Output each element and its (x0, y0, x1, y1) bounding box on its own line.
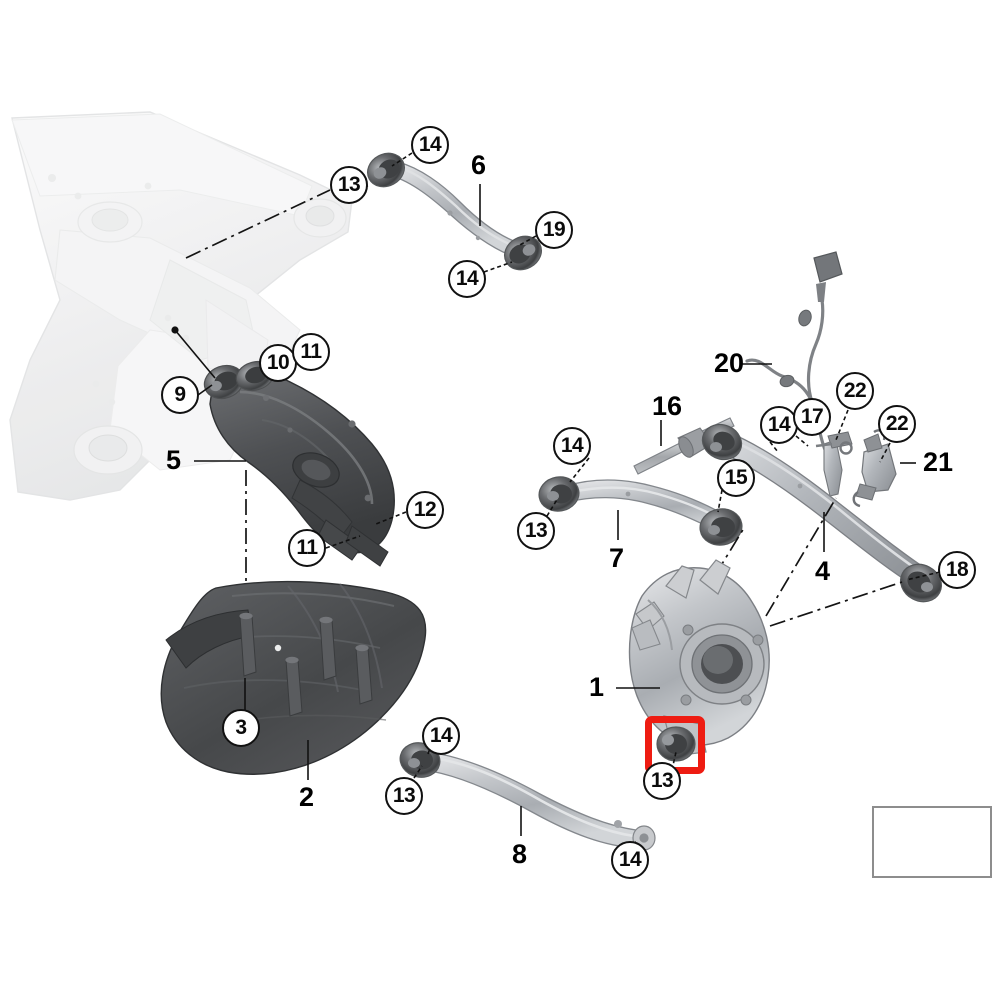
callout-22-c22-b[interactable]: 22 (878, 405, 916, 443)
part-label-8-l8[interactable]: 8 (512, 839, 528, 869)
part-label-16-l16[interactable]: 16 (652, 391, 683, 421)
leader-15 (717, 489, 723, 513)
leader-9 (197, 384, 213, 396)
leader-18 (905, 571, 941, 581)
part-4-trailing-guide-rod (701, 423, 942, 603)
callout-11-c11-low[interactable]: 11 (288, 529, 326, 567)
callout-22-c22-a[interactable]: 22 (836, 372, 874, 410)
leader-17 (795, 435, 809, 447)
part-17-sensor-holder (815, 431, 853, 497)
part-label-6-l6[interactable]: 6 (471, 150, 487, 180)
abs-cable-clips (779, 251, 843, 388)
leader-dot (171, 326, 179, 334)
part-2-underbody-shield (160, 580, 427, 775)
leader-14-top2 (483, 261, 513, 273)
callout-13-c13-knuckle[interactable]: 13 (643, 762, 681, 800)
callout-9-c9[interactable]: 9 (161, 376, 199, 414)
callout-13-c13-mid[interactable]: 13 (517, 512, 555, 550)
callout-14-c14-top[interactable]: 14 (411, 126, 449, 164)
part-21-cable-bracket (852, 429, 916, 508)
leader-14-top (391, 152, 413, 167)
part-label-1-l1[interactable]: 1 (589, 672, 605, 702)
centerline-subframe-to-13 (185, 189, 331, 259)
callout-11-c11-top[interactable]: 11 (292, 333, 330, 371)
callout-14-c14-top2[interactable]: 14 (448, 260, 486, 298)
callout-14-c14-mid[interactable]: 14 (553, 427, 591, 465)
leader-12 (375, 511, 407, 525)
leader-11-low (325, 535, 361, 549)
callout-15-c15[interactable]: 15 (717, 459, 755, 497)
leader-22-a (835, 409, 849, 441)
part-6-upper-transverse-link (367, 152, 542, 271)
centerline-knuckle-to-18 (769, 581, 903, 627)
part-label-2-l2[interactable]: 2 (299, 782, 315, 812)
callout-13-c13-top[interactable]: 13 (330, 166, 368, 204)
leader-13-b8a (413, 765, 423, 779)
part-label-4-l4[interactable]: 4 (815, 556, 831, 586)
orientation-indicator (872, 806, 992, 878)
centerline-knuckle-to-4 (765, 497, 837, 617)
callout-13-c13-b8a[interactable]: 13 (385, 777, 423, 815)
ghost-rear-subframe (9, 111, 353, 501)
part-label-21-l21[interactable]: 21 (923, 447, 954, 477)
leader-22-b (879, 442, 891, 463)
leader-13-mid (546, 497, 559, 517)
shield-studs (239, 612, 373, 717)
part-1-wheel-carrier-knuckle (628, 559, 770, 762)
callout-14-c14-b8a[interactable]: 14 (422, 717, 460, 755)
leader-ghost-to-arm (174, 329, 216, 379)
callout-14-c14-arm4[interactable]: 14 (760, 406, 798, 444)
part-label-7-l7[interactable]: 7 (609, 543, 625, 573)
part-label-20-l20[interactable]: 20 (714, 348, 745, 378)
part-label-5-l5[interactable]: 5 (166, 445, 182, 475)
callout-14-c14-b8b[interactable]: 14 (611, 841, 649, 879)
callout-12-c12[interactable]: 12 (406, 491, 444, 529)
part-8-lower-camber-link (399, 742, 656, 851)
leader-14-mid (569, 457, 590, 483)
callout-3-c3[interactable]: 3 (222, 709, 260, 747)
callout-18-c18[interactable]: 18 (938, 551, 976, 589)
part-5-lower-control-arm (203, 360, 395, 567)
part-7-upper-camber-link (538, 476, 743, 546)
callout-17-c17[interactable]: 17 (793, 398, 831, 436)
callout-19-c19[interactable]: 19 (535, 211, 573, 249)
leader-14-arm4 (769, 441, 779, 453)
leader-19 (517, 235, 537, 247)
